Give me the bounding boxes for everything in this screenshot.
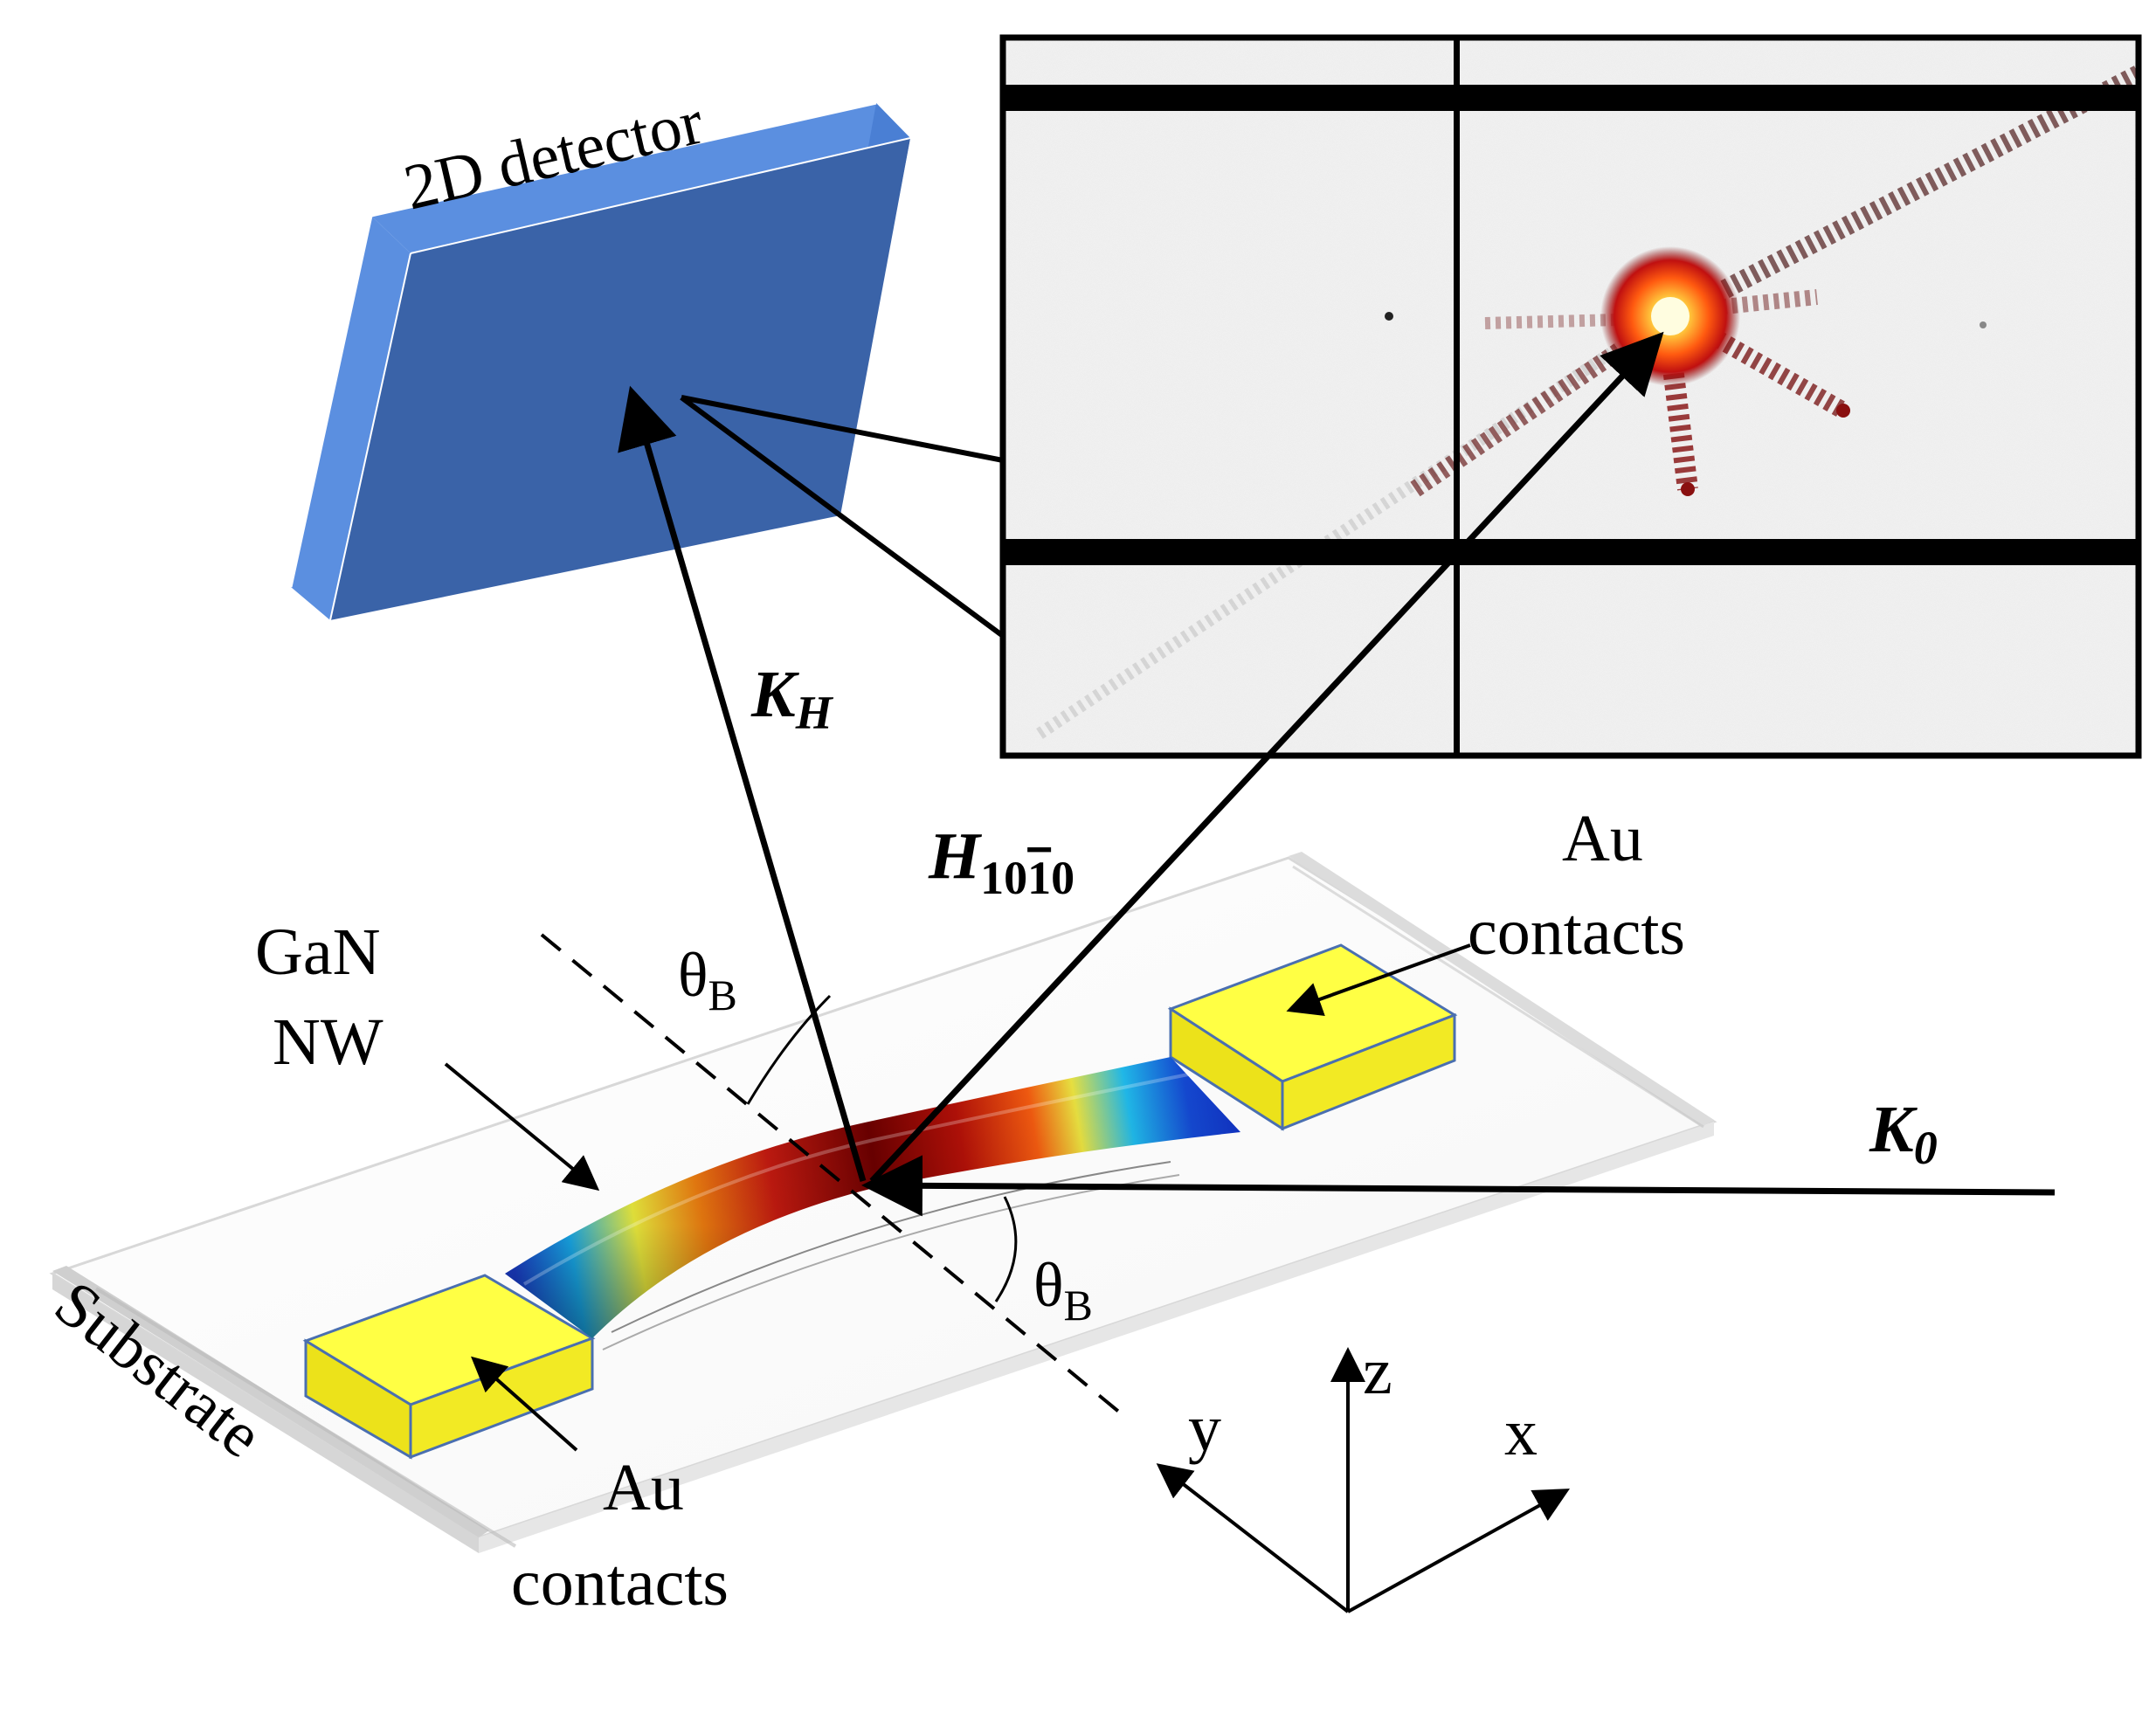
axis-z-label: z	[1363, 1335, 1392, 1408]
theta-lower-label: θB	[1033, 1250, 1093, 1330]
au-top-pointer-arrow	[1286, 943, 1471, 1016]
au-contacts-bottom-line2: contacts	[511, 1546, 729, 1620]
gan-pointer-arrow	[444, 1062, 600, 1192]
au-contact-left	[302, 1274, 596, 1460]
surface-normal-dashed	[540, 933, 1123, 1415]
theta-arc-upper	[746, 994, 832, 1105]
diffraction-pattern-inset	[999, 34, 2142, 759]
h-label-sub-1: 10	[980, 852, 1027, 904]
axis-x-label: x	[1504, 1396, 1538, 1469]
kh-label: KH	[750, 658, 834, 739]
theta-upper-label: θB	[678, 940, 737, 1019]
k0-label-main: K	[1869, 1093, 1918, 1166]
gan-nw-label-line2: NW	[273, 1005, 384, 1079]
h-vector-label: H1010	[928, 819, 1075, 904]
au-contacts-top-line2: contacts	[1468, 895, 1685, 969]
au-contacts-bottom-line1: Au	[603, 1451, 684, 1524]
theta-lower-sub: B	[1064, 1281, 1093, 1330]
coordinate-axes	[1156, 1347, 1570, 1613]
k0-label-sub: 0	[1914, 1122, 1938, 1174]
h-scattering-vector	[869, 331, 1664, 1184]
inset-connector-upper	[681, 395, 1004, 463]
kh-label-sub: H	[795, 687, 834, 739]
h-label-sub-2: 0	[1051, 852, 1075, 904]
gan-nw-label-line1: GaN	[255, 915, 381, 989]
gan-nanowire	[505, 1057, 1240, 1338]
au-contacts-top-line1: Au	[1562, 802, 1643, 875]
detector-2d	[289, 101, 911, 621]
au-bottom-pointer-arrow	[471, 1356, 578, 1452]
k0-incident-beam	[861, 1155, 2056, 1217]
inset-connector-lower	[680, 395, 1005, 639]
theta-upper-sub: B	[708, 971, 737, 1019]
k0-label: K0	[1869, 1093, 1938, 1174]
theta-upper-main: θ	[678, 940, 708, 1010]
au-contact-right	[1167, 943, 1458, 1131]
theta-arc-lower	[994, 1196, 1018, 1302]
nanowire-trench	[602, 1161, 1180, 1351]
kh-diffracted-beam	[618, 385, 867, 1182]
theta-lower-main: θ	[1033, 1250, 1064, 1320]
axis-y-label: y	[1188, 1392, 1221, 1465]
kh-label-main: K	[750, 658, 799, 731]
h-label-sub-bar: 1	[1027, 852, 1051, 904]
h-label-main: H	[928, 819, 983, 893]
